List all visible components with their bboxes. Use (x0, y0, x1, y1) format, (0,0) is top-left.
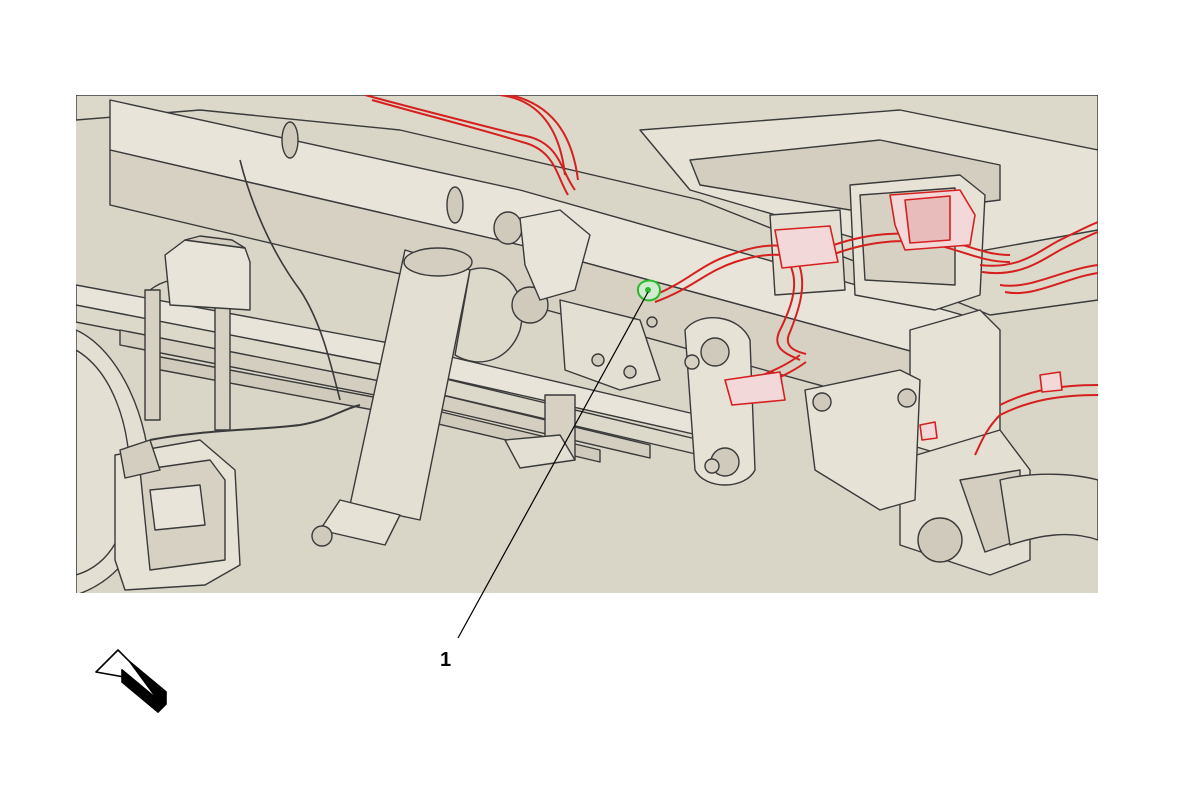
jounce-bumper (164, 235, 251, 311)
ground-terminal (636, 279, 661, 302)
shock-absorber (311, 247, 473, 547)
callout-leader-line (457, 291, 649, 639)
brake-line (149, 404, 361, 441)
axle-housing (454, 267, 523, 363)
spring-shackle (684, 316, 756, 486)
brake-assembly (76, 329, 241, 593)
forward-arrow-icon (95, 649, 167, 713)
illustration-panel (76, 95, 1098, 593)
callout-label: 1 (440, 649, 451, 671)
callout-1: 1 (440, 291, 649, 671)
shackle-bracket (804, 369, 921, 511)
harness-connectors (724, 189, 1063, 441)
